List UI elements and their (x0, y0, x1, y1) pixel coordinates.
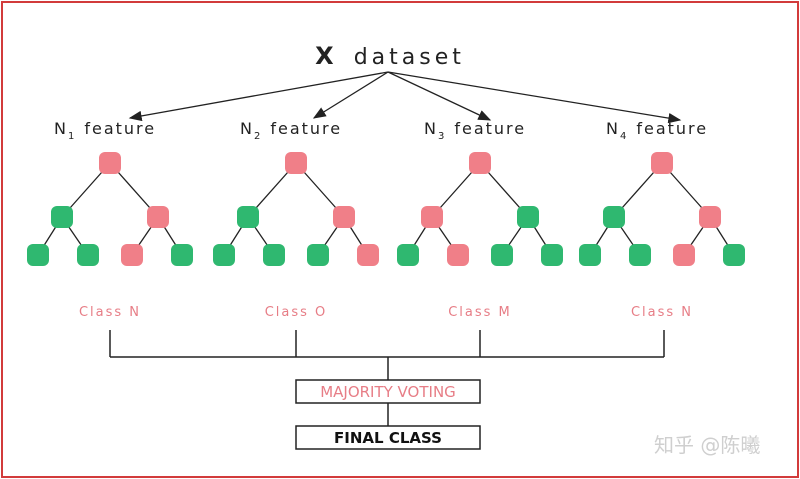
class-label-4: Class N (631, 305, 693, 320)
feature-subscript: 4 (620, 131, 628, 142)
leaf-node-green (541, 244, 563, 266)
leaf-node-green (213, 244, 235, 266)
leaf-node-green (77, 244, 99, 266)
leaf-node-green (307, 244, 329, 266)
feature-word: feature (84, 119, 156, 138)
feature-label-3: N3 feature (424, 119, 526, 142)
final-class-box (295, 425, 481, 450)
arrow-1 (128, 71, 389, 122)
leaf-node-green (723, 244, 745, 266)
dataset-title-x: X (315, 42, 335, 70)
internal-node-pink (333, 206, 355, 228)
leaf-node-green (27, 244, 49, 266)
dataset-title-word: dataset (354, 45, 465, 70)
internal-node-green (603, 206, 625, 228)
feature-label-2: N2 feature (240, 119, 342, 142)
feature-label-4: N4 feature (606, 119, 708, 142)
feature-subscript: 2 (254, 131, 262, 142)
leaf-node-pink (121, 244, 143, 266)
root-node (469, 152, 491, 174)
feature-word: feature (270, 119, 342, 138)
internal-node-pink (699, 206, 721, 228)
majority-voting-box (295, 379, 481, 404)
voting-bracket (109, 330, 665, 426)
dataset-title: X dataset (315, 42, 465, 70)
root-node (651, 152, 673, 174)
feature-prefix: N (54, 119, 68, 138)
leaf-node-green (263, 244, 285, 266)
feature-prefix: N (606, 119, 620, 138)
class-label-1: Class N (79, 305, 141, 320)
leaf-node-pink (447, 244, 469, 266)
leaf-node-green (491, 244, 513, 266)
feature-label-1: N1 feature (54, 119, 156, 142)
feature-word: feature (636, 119, 708, 138)
feature-prefix: N (424, 119, 438, 138)
leaf-node-green (171, 244, 193, 266)
final-class-label: FINAL CLASS (334, 429, 442, 447)
leaf-node-green (579, 244, 601, 266)
class-label-3: Class M (448, 305, 512, 320)
feature-subscript: 3 (438, 131, 446, 142)
watermark-text: 知乎 @陈曦 (654, 433, 761, 457)
root-node (99, 152, 121, 174)
arrow-4 (387, 71, 682, 124)
internal-node-green (517, 206, 539, 228)
internal-node-pink (147, 206, 169, 228)
leaf-node-pink (357, 244, 379, 266)
arrow-2 (312, 71, 389, 119)
root-node (285, 152, 307, 174)
feature-subscript: 1 (68, 131, 76, 142)
arrow-3 (387, 71, 492, 121)
leaf-node-pink (673, 244, 695, 266)
feature-word: feature (454, 119, 526, 138)
internal-node-green (51, 206, 73, 228)
dataset-arrows (128, 71, 682, 124)
leaf-node-green (397, 244, 419, 266)
class-label-2: Class O (265, 305, 328, 320)
leaf-node-green (629, 244, 651, 266)
majority-voting-label: MAJORITY VOTING (320, 383, 456, 401)
internal-node-pink (421, 206, 443, 228)
feature-prefix: N (240, 119, 254, 138)
internal-node-green (237, 206, 259, 228)
